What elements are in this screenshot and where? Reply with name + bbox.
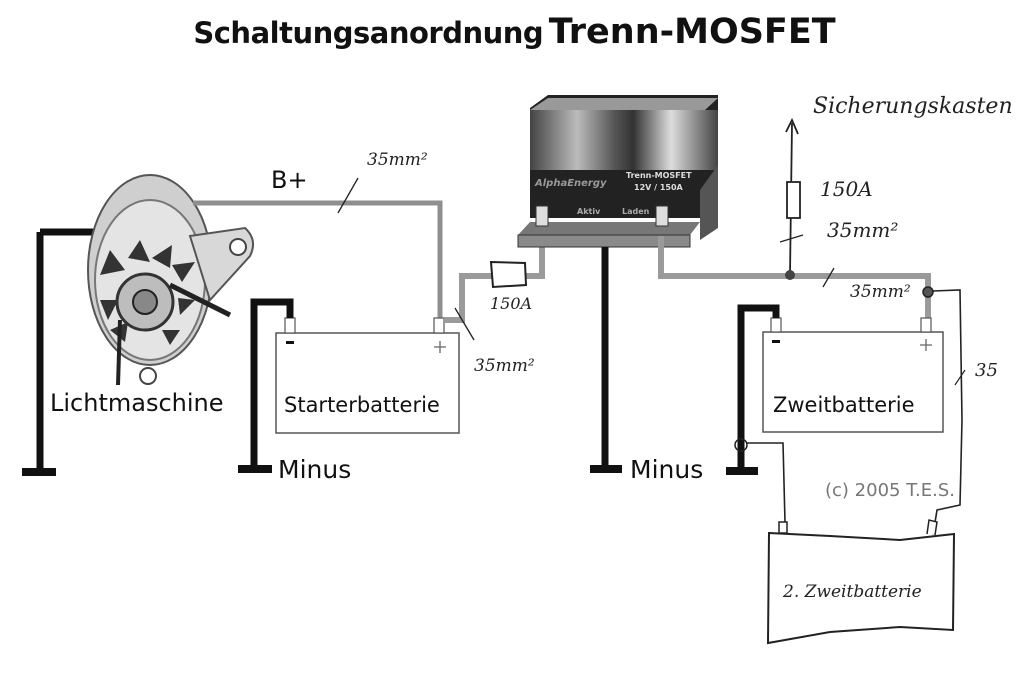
junction-dot bbox=[922, 286, 934, 298]
third-battery-minus-wire bbox=[747, 442, 786, 523]
second-battery-ground-wire bbox=[737, 304, 780, 470]
starter-to-mosfet-wire bbox=[444, 236, 545, 323]
cable-fusebox-annotation: 35mm² bbox=[827, 218, 899, 242]
starter-battery-label: Starterbatterie bbox=[284, 393, 440, 417]
cable-tick bbox=[779, 234, 804, 243]
cable-starter-out-annotation: 35mm² bbox=[474, 356, 535, 376]
third-battery-plus-wire bbox=[932, 289, 963, 536]
cable-tick bbox=[337, 177, 359, 214]
title-part2: Trenn-MOSFET bbox=[548, 12, 836, 52]
starter-battery-graphic bbox=[275, 317, 460, 434]
fuse-symbol bbox=[489, 260, 528, 289]
b-plus-label: B+ bbox=[271, 166, 308, 194]
alternator-label: Lichtmaschine bbox=[50, 389, 224, 417]
fusebox-label: Sicherungskasten bbox=[813, 94, 1013, 119]
fuse-symbol bbox=[786, 181, 801, 219]
starter-ground-wire bbox=[250, 298, 294, 468]
cable-second-annotation: 35mm² bbox=[850, 282, 911, 302]
cable-b-plus-annotation: 35mm² bbox=[367, 150, 428, 170]
cable-tick bbox=[822, 267, 835, 288]
diagram-title: Schaltungsanordnung Trenn-MOSFET bbox=[0, 12, 1029, 52]
cable-tick bbox=[454, 307, 475, 341]
ground-symbol bbox=[22, 468, 56, 476]
junction-dot bbox=[785, 270, 795, 280]
alternator-graphic bbox=[22, 174, 255, 476]
title-part1: Schaltungsanordnung bbox=[193, 16, 544, 50]
minus-label-left: Minus bbox=[278, 455, 352, 484]
copyright: (c) 2005 T.E.S. bbox=[825, 480, 956, 501]
mosfet-brand: AlphaEnergy bbox=[534, 178, 607, 189]
mosfet-rating: 12V / 150A bbox=[634, 183, 684, 192]
fuse-fusebox-annotation: 150A bbox=[820, 177, 873, 201]
fuse-mosfet-annotation: 150A bbox=[490, 294, 533, 313]
mosfet-label-charge: Laden bbox=[622, 207, 650, 216]
cable-third-annotation: 35 bbox=[975, 360, 998, 381]
second-battery-graphic bbox=[762, 317, 944, 433]
b-plus-wire bbox=[193, 200, 443, 320]
ground-symbol bbox=[590, 465, 622, 473]
arrow-up-icon bbox=[785, 117, 799, 135]
mosfet-graphic: AlphaEnergy Trenn-MOSFET 12V / 150A Akti… bbox=[517, 95, 718, 248]
third-battery-graphic bbox=[766, 519, 956, 645]
ground-symbol bbox=[726, 467, 758, 475]
mosfet-model: Trenn-MOSFET bbox=[626, 171, 692, 180]
mosfet-label-active: Aktiv bbox=[577, 207, 601, 216]
second-battery-label: Zweitbatterie bbox=[773, 393, 915, 417]
ground-symbol bbox=[238, 465, 272, 473]
minus-label-right: Minus bbox=[630, 455, 704, 484]
third-battery-label: 2. Zweitbatterie bbox=[783, 582, 922, 602]
